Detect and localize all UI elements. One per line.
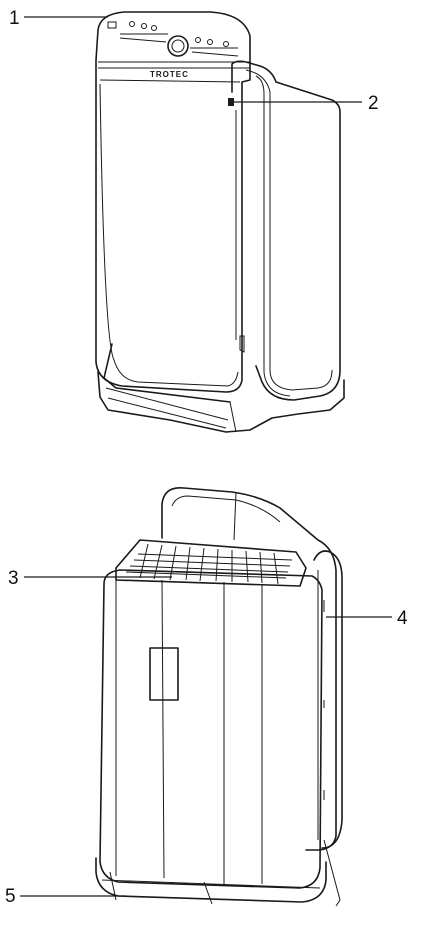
brand-logo: TROTEC (150, 70, 189, 79)
callout-4: 4 (326, 608, 408, 629)
top-grille (125, 543, 293, 585)
back-panel (161, 487, 337, 851)
rear-base (95, 857, 327, 903)
rating-label (149, 647, 179, 701)
rear-view (95, 487, 343, 907)
side-handle (313, 550, 343, 849)
front-view: TROTEC (95, 11, 345, 433)
callout-1: 1 (9, 8, 108, 29)
top-grille-tray (115, 539, 307, 587)
power-button (107, 21, 117, 29)
callout-5-label: 5 (5, 886, 16, 907)
callouts: 1 2 3 4 5 (5, 8, 408, 907)
callout-3: 3 (8, 568, 172, 589)
front-base (97, 371, 345, 433)
control-dial (167, 35, 189, 57)
callout-2: 2 (234, 93, 379, 114)
sensor-window (228, 98, 234, 106)
callout-1-label: 1 (9, 8, 20, 29)
front-housing (95, 11, 251, 393)
callout-2-label: 2 (368, 93, 379, 114)
callout-5: 5 (5, 886, 126, 907)
callout-3-label: 3 (8, 568, 19, 589)
rear-housing (99, 569, 323, 889)
callout-4-label: 4 (397, 608, 408, 629)
rear-panel (231, 60, 341, 401)
front-stand (103, 343, 231, 403)
